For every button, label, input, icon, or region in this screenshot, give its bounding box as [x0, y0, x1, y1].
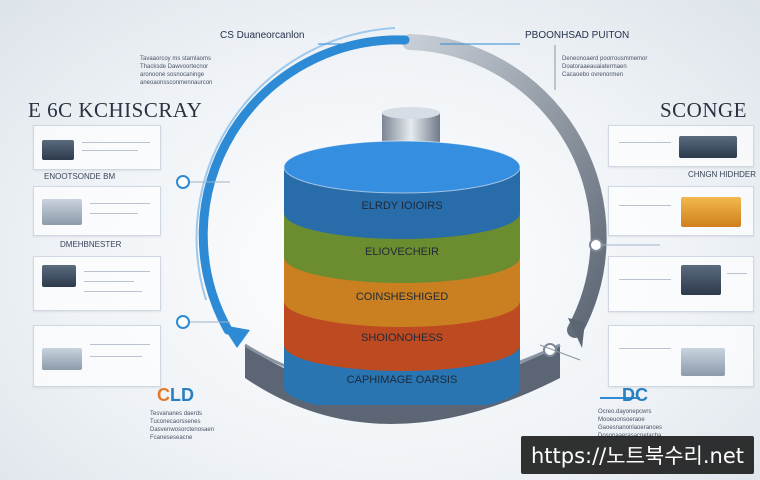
tier-1-label: ELRDY IOIOIRS [361, 200, 443, 212]
tier-1-top [283, 140, 521, 194]
letter-c: C [157, 385, 170, 405]
left-panel-2-caption: DMEHBNESTER [60, 240, 122, 249]
server-device-icon [679, 136, 737, 158]
tier-3-label-wrap: COINSHESHIGED [282, 291, 522, 307]
top-right-label: PBOONHSAD PUITON [525, 30, 630, 41]
watermark-url: https://노트북수리.net [520, 436, 754, 474]
grey-arc [402, 34, 607, 338]
right-panel-1-caption: CHNGN HIDHDER [688, 170, 756, 179]
tier-1-label-wrap: ELRDY IOIOIRS [282, 200, 522, 216]
tier-2-label-wrap: ELIOVECHEIR [282, 246, 522, 262]
tier-4-label: SHOIONOHESS [361, 332, 443, 344]
server-device-icon [42, 140, 74, 160]
left-notes: Tavaaorcoy ms stamlaoms Thacksde Dawvoor… [140, 56, 213, 86]
tier-2-label: ELIOVECHEIR [365, 246, 439, 258]
storage-device-icon [681, 197, 741, 227]
drive-device-icon [681, 348, 725, 376]
connector-node [176, 175, 190, 189]
tier-3-label: COINSHESHIGED [355, 291, 449, 303]
rack-device-icon [681, 265, 721, 295]
left-panel-3 [33, 256, 161, 311]
left-panel-2 [33, 186, 161, 236]
connector-node [176, 315, 190, 329]
storage-stack [283, 107, 521, 405]
arrow-head-left [222, 325, 250, 348]
left-heading: E 6C KCHISCRAY [28, 98, 203, 122]
blue-arc [198, 35, 410, 335]
arrow-head-right [568, 318, 585, 348]
left-panel-4 [33, 325, 161, 387]
top-left-label: CS Duaneorcanlon [220, 30, 305, 41]
right-panel-2 [608, 186, 754, 236]
connector-node [543, 343, 557, 357]
storage-device-icon [42, 199, 82, 225]
bottom-right-letters: DC [622, 385, 648, 405]
right-heading: SCONGE [660, 98, 748, 122]
tier-5-label: CAPHIMAGE OARSIS [346, 374, 458, 386]
right-notes: Deneonoaerd poorrousmmemor Doatoraaeauai… [562, 56, 648, 78]
right-panel-1 [608, 125, 754, 167]
letters-rest: LD [170, 385, 194, 405]
right-panel-4 [608, 325, 754, 387]
left-panel-1-caption: ENOOTSONDE BM [44, 172, 116, 181]
drive-device-icon [42, 348, 82, 370]
bottom-left-notes: Tesvananes daerds Tuconecaorssenes Dasve… [150, 411, 215, 441]
tier-4-label-wrap: SHOIONOHESS [282, 332, 522, 348]
tier-5-label-wrap: CAPHIMAGE OARSIS [282, 374, 522, 390]
bottom-left-letters: CLD [157, 385, 194, 406]
rack-device-icon [42, 265, 76, 287]
right-panel-3 [608, 256, 754, 312]
left-panel-1 [33, 125, 161, 170]
